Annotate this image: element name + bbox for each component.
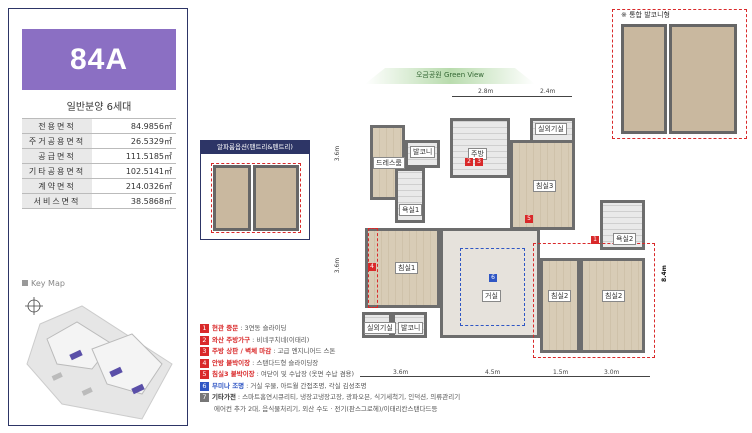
room-bed2b [580,258,645,353]
unit-type: 84A [69,42,129,76]
label-living: 거실 [482,290,501,302]
marker-4: 4 [368,263,376,271]
legend-desc: : 스마트홈연시큐리티, 냉장고냉장고장, 광파오븐, 식기세척기, 인덕션, … [237,393,461,401]
dim-right: 8.4m [660,265,668,282]
area-label: 서비스면적 [22,193,92,209]
label-bath1: 욕실1 [399,204,423,216]
legend-title: 와산 주방가구 [212,335,251,344]
area-value: 38.5868㎡ [92,193,176,209]
dim-left-2: 3.6m [334,257,342,274]
label-dress: 드레스룸 [373,157,405,169]
legend-title: 침실3 붙박이장 [212,370,255,378]
green-view-label: 오금공원 Green View [415,71,485,79]
legend-title: 기타가전 [212,393,236,401]
legend-title: 무미나 조명 [212,381,245,390]
legend-title: 현관 중문 [212,324,239,332]
green-view-banner: 오금공원 Green View [365,66,535,84]
legend-number: 1 [200,324,209,333]
area-value: 111.5185㎡ [92,148,176,164]
label-bed3: 침실3 [533,180,557,192]
area-value: 214.0326㎡ [92,178,176,194]
dim-left-1: 3.6m [334,145,342,162]
marker-1: 1 [591,236,599,244]
dim-top-2: 2.4m [540,88,556,95]
dim-bottom-2: 4.5m [485,369,501,376]
inset-room-left [213,165,251,231]
area-label: 주거공용면적 [22,133,92,149]
area-label: 계약면적 [22,178,92,194]
room-bed2a [540,258,580,353]
legend-desc: : 스탠다드형 슬라이딩장 [252,358,319,367]
legend-number: 2 [200,335,209,345]
room-living [440,228,540,338]
legend-item: 에어컨 추가 2대, 음식물처리기, 외산 수도 · 전기(판스그로헤)/이태리… [200,404,480,416]
dim-top-1: 2.8m [478,88,494,95]
balcony-room-right [669,24,737,134]
legend-desc: : 3연동 슬라이딩 [240,324,287,332]
legend-desc: 에어컨 추가 2대, 음식물처리기, 외산 수도 · 전기(판스그로헤)/이태리… [214,404,438,413]
alpha-room-option-inset: 알파룸옵션(팬트리&펜트리) [200,140,310,240]
inset-title: 알파룸옵션(팬트리&펜트리) [201,141,309,154]
units-label: 일반분양 6세대 [66,102,132,113]
keymap-label: Key Map [22,279,65,288]
inset-room-right [253,165,299,231]
label-balcony1: 발코니 [410,146,436,158]
area-label: 공급면적 [22,148,92,164]
marker-2: 2 [465,158,473,166]
dim-bottom-4: 3.0m [604,369,620,376]
legend-number: 5 [200,370,209,379]
label-balcony2: 발코니 [398,322,424,334]
legend-desc: : 비네쿠치네(이태리) [252,335,310,344]
legend-desc: : 고급 엔지니어드 스톤 [273,347,336,355]
label-utility: 실외기실 [535,123,567,135]
label-bed1: 침실1 [395,262,419,274]
inset-highlight [211,163,301,233]
balcony-title: ※ 통합 발코니형 [621,11,670,19]
label-utility2: 실외기실 [364,322,396,334]
legend-number: 4 [200,358,209,368]
legend-number: 7 [200,393,209,402]
area-label: 기타공용면적 [22,163,92,179]
area-label: 전용면적 [22,118,92,134]
balcony-room-left [621,24,667,134]
marker-3: 3 [475,158,483,166]
label-bed2b: 침실2 [602,290,626,302]
balcony-option-box [612,9,747,139]
area-value: 84.9856㎡ [92,118,176,134]
legend-title: 주방 상판 / 벽체 마감 [212,347,272,355]
dim-bottom-3: 1.5m [553,369,569,376]
area-value: 102.5141㎡ [92,163,176,179]
label-bath2: 욕실2 [613,233,637,245]
living-highlight [460,248,525,326]
legend-number: 3 [200,347,209,356]
legend-desc: : 거실 우물, 아트월 간접조명, 각실 김성조명 [246,381,367,390]
unit-type-badge: 84A [22,29,176,90]
legend-desc: : 여닫이 및 수납장 (옷면 수납 겸용) [256,370,355,378]
dim-bottom-1: 3.6m [393,369,409,376]
legend-number: 6 [200,381,209,391]
area-value: 26.5329㎡ [92,133,176,149]
key-map [25,297,173,420]
marker-6: 6 [489,274,497,282]
label-bed2a: 침실2 [548,290,572,302]
legend-title: 안방 붙박이장 [212,358,251,367]
marker-5: 5 [525,215,533,223]
